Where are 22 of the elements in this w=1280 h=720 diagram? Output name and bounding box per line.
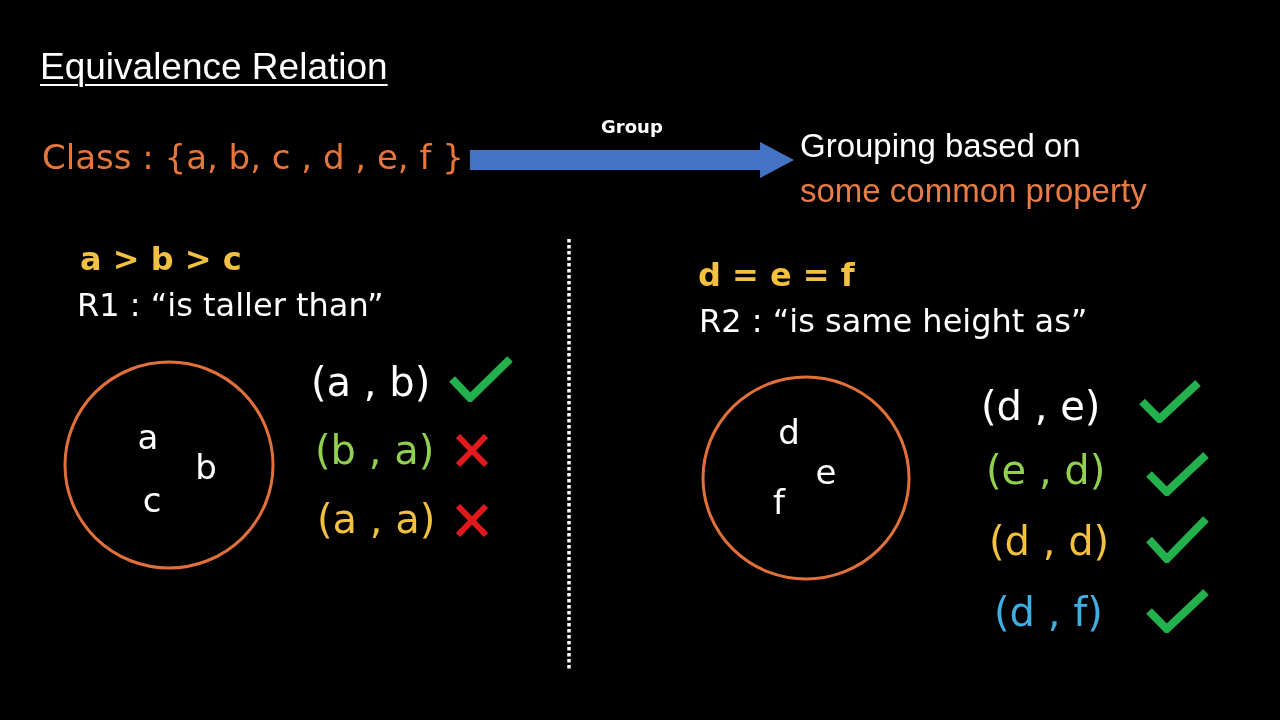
set-element: d xyxy=(778,413,800,451)
set-element: c xyxy=(142,481,162,519)
set-element: f xyxy=(773,483,785,521)
ordered-pair: (b , a) xyxy=(315,426,435,474)
description-text: some common property xyxy=(800,171,1147,211)
block-arrow xyxy=(469,142,794,178)
slide-title: Equivalence Relation xyxy=(40,45,388,89)
ordered-pair: (d , e) xyxy=(981,382,1101,430)
ordered-pair: (d , d) xyxy=(989,517,1110,565)
set-element: e xyxy=(815,453,837,491)
description-text: Grouping based on xyxy=(800,126,1082,166)
ordering-expression: d = e = f xyxy=(698,255,855,295)
ordering-expression: a > b > c xyxy=(80,239,242,279)
ordered-pair: (e , d) xyxy=(986,446,1106,494)
ordered-pair: (d , f) xyxy=(994,588,1103,636)
relation-definition: R1 : “is taller than” xyxy=(77,285,384,325)
ordered-pair: (a , a) xyxy=(317,495,436,543)
ordered-pair: (a , b) xyxy=(311,358,431,406)
relation-definition: R2 : “is same height as” xyxy=(699,301,1088,341)
set-notation-text: Class : {a, b, c , d , e, f } xyxy=(42,137,464,177)
set-element: b xyxy=(195,448,217,486)
set-element: a xyxy=(137,418,159,456)
